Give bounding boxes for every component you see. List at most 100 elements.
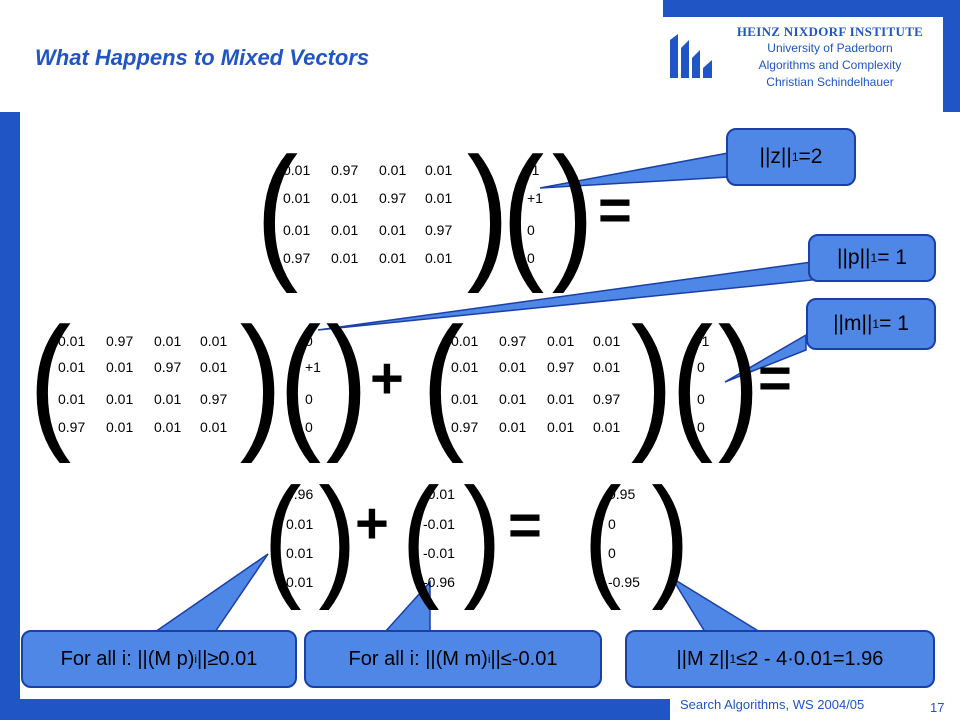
page-number: 17 bbox=[930, 700, 945, 715]
matrix-cell: 0.97 bbox=[593, 391, 621, 407]
vector-entry: -0.95 bbox=[608, 574, 640, 590]
matrix-cell: 0.97 bbox=[106, 333, 134, 349]
right-paren: ) bbox=[717, 296, 761, 464]
vector-entry: +1 bbox=[527, 190, 543, 206]
institute-block: HEINZ NIXDORF INSTITUTE University of Pa… bbox=[715, 24, 945, 91]
left-paren: ( bbox=[401, 460, 440, 611]
institute-name: HEINZ NIXDORF INSTITUTE bbox=[736, 24, 924, 39]
vector-entry: 0 bbox=[305, 333, 313, 349]
matrix-cell: 0.01 bbox=[593, 359, 621, 375]
matrix-cell: 0.01 bbox=[331, 250, 359, 266]
callout-text: = 1 bbox=[877, 246, 907, 269]
right-paren: ) bbox=[318, 460, 357, 611]
equals-sign: = bbox=[758, 346, 792, 411]
p-norm-callout: ||p||1= 1 bbox=[808, 234, 936, 282]
callout-text: ||M z|| bbox=[676, 647, 730, 670]
z-norm-callout: ||z||1=2 bbox=[726, 128, 856, 186]
matrix-cell: 0.01 bbox=[547, 419, 575, 435]
callout-text: -0.01 bbox=[511, 647, 558, 670]
right-paren: ) bbox=[463, 460, 502, 611]
bottom-bar bbox=[0, 699, 670, 720]
matrix-cell: 0.01 bbox=[593, 419, 621, 435]
vector-entry: 0 bbox=[527, 222, 535, 238]
matrix-cell: 0.01 bbox=[154, 419, 182, 435]
matrix-cell: 0.01 bbox=[283, 190, 311, 206]
matrix-cell: 0.01 bbox=[499, 391, 527, 407]
matrix-cell: 0.01 bbox=[331, 190, 359, 206]
matrix-cell: 0.97 bbox=[425, 222, 453, 238]
matrix-cell: 0.01 bbox=[154, 333, 182, 349]
matrix-cell: 0.01 bbox=[425, 190, 453, 206]
vector-entry: 0 bbox=[527, 250, 535, 266]
matrix-cell: 0.97 bbox=[379, 190, 407, 206]
institute-line: University of Paderborn bbox=[767, 41, 893, 55]
matrix-cell: 0.01 bbox=[58, 333, 86, 349]
geq-symbol: ≥ bbox=[207, 647, 219, 670]
matrix-cell: 0.01 bbox=[425, 250, 453, 266]
matrix-cell: 0.01 bbox=[593, 333, 621, 349]
left-paren: ( bbox=[278, 296, 322, 464]
right-paren: ) bbox=[651, 460, 690, 611]
matrix-cell: 0.01 bbox=[283, 222, 311, 238]
matrix-cell: 0.01 bbox=[106, 419, 134, 435]
callout-subscript: 1 bbox=[729, 652, 737, 666]
right-paren: ) bbox=[239, 296, 283, 464]
matrix-cell: 0.01 bbox=[547, 391, 575, 407]
left-paren: ( bbox=[255, 126, 299, 294]
vector-entry: -0.01 bbox=[423, 516, 455, 532]
right-paren: ) bbox=[466, 126, 510, 294]
matrix-cell: 0.01 bbox=[379, 250, 407, 266]
vector-entry: 0.01 bbox=[286, 516, 314, 532]
matrix-cell: 0.97 bbox=[58, 419, 86, 435]
vector-entry: -0.96 bbox=[423, 574, 455, 590]
vector-entry: 0 bbox=[608, 545, 616, 561]
matrix-cell: 0.01 bbox=[58, 359, 86, 375]
matrix-cell: 0.97 bbox=[547, 359, 575, 375]
callout-subscript: i bbox=[487, 652, 491, 666]
left-paren: ( bbox=[583, 460, 622, 611]
callout-text: || bbox=[197, 647, 208, 670]
matrix-cell: 0.97 bbox=[283, 250, 311, 266]
callout-text: For all i: ||(M m) bbox=[348, 647, 488, 670]
left-paren: ( bbox=[501, 126, 545, 294]
callout-text: 2 - 4·0.01=1.96 bbox=[747, 647, 884, 670]
vector-entry: -0.01 bbox=[423, 545, 455, 561]
matrix-cell: 0.01 bbox=[154, 391, 182, 407]
mp-claim-callout: For all i: ||(M p)i|| ≥ 0.01 bbox=[21, 630, 297, 688]
callout-text: || bbox=[490, 647, 501, 670]
matrix-cell: 0.97 bbox=[451, 419, 479, 435]
vector-entry: -1 bbox=[527, 162, 540, 178]
vector-entry: 0 bbox=[697, 419, 705, 435]
page-title: What Happens to Mixed Vectors bbox=[35, 45, 370, 70]
callout-subscript: i bbox=[194, 652, 198, 666]
matrix-cell: 0.01 bbox=[379, 162, 407, 178]
callout-text: =2 bbox=[798, 145, 823, 168]
vector-entry: -0.01 bbox=[423, 486, 455, 502]
matrix-cell: 0.01 bbox=[283, 162, 311, 178]
matrix-cell: 0.97 bbox=[200, 391, 228, 407]
callout-text: ||m|| bbox=[833, 312, 873, 335]
matrix-cell: 0.01 bbox=[200, 419, 228, 435]
vector-entry: 0.01 bbox=[286, 574, 314, 590]
matrix-cell: 0.01 bbox=[106, 391, 134, 407]
matrix-cell: 0.01 bbox=[200, 333, 228, 349]
matrix-cell: 0.01 bbox=[106, 359, 134, 375]
mm-claim-callout: For all i: ||(M m)i|| ≤ -0.01 bbox=[304, 630, 602, 688]
matrix-cell: 0.01 bbox=[451, 391, 479, 407]
matrix-cell: 0.01 bbox=[547, 333, 575, 349]
callout-text: ||p|| bbox=[837, 246, 871, 269]
callout-text: For all i: ||(M p) bbox=[60, 647, 195, 670]
left-paren: ( bbox=[670, 296, 714, 464]
callout-text: ||z|| bbox=[759, 145, 792, 168]
callout-subscript: 1 bbox=[870, 251, 878, 265]
institute-line: Christian Schindelhauer bbox=[766, 75, 894, 89]
mz-claim-callout: ||M z||1 ≤ 2 - 4·0.01=1.96 bbox=[625, 630, 935, 688]
leq-symbol: ≤ bbox=[500, 647, 512, 670]
plus-sign: + bbox=[355, 491, 389, 556]
callout-subscript: 1 bbox=[872, 317, 880, 331]
left-bar bbox=[0, 112, 20, 705]
matrix-cell: 0.01 bbox=[451, 333, 479, 349]
matrix-cell: 0.01 bbox=[499, 359, 527, 375]
course-footer: Search Algorithms, WS 2004/05 bbox=[680, 697, 865, 712]
vector-entry: 0.96 bbox=[286, 486, 314, 502]
